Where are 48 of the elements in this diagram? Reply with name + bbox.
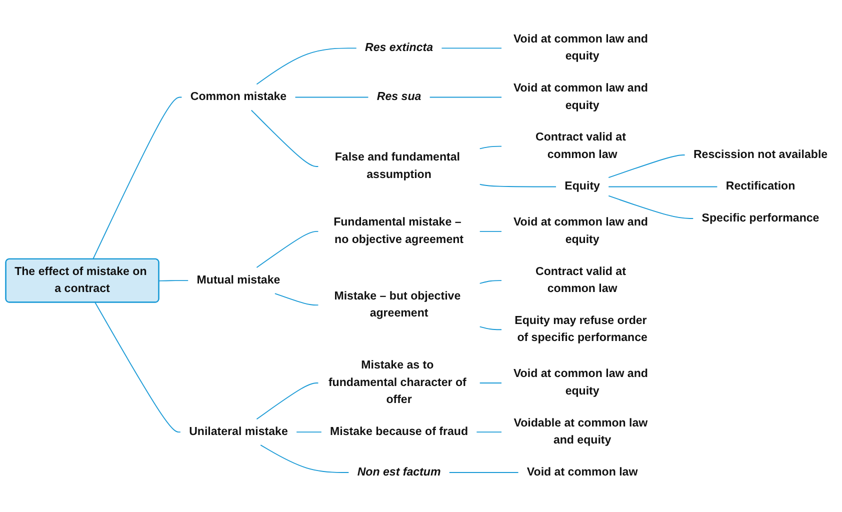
node-text: Void at common law and equity — [513, 33, 648, 63]
connector — [448, 472, 519, 473]
node-text: Equity — [564, 180, 600, 192]
node-text: Mistake because of fraud — [330, 426, 468, 438]
node-text: Rectification — [726, 180, 796, 192]
node-text: Specific performance — [702, 212, 820, 224]
connector — [260, 444, 350, 473]
connector — [256, 48, 357, 85]
connector — [479, 280, 502, 284]
connector — [479, 231, 502, 232]
node-text: Void at common law and equity — [513, 82, 648, 112]
connector — [608, 154, 686, 178]
node-text: Common mistake — [190, 90, 287, 104]
node-text: Mistake as to fundamental character of offer — [328, 359, 466, 406]
connector — [256, 231, 319, 268]
node-text: Non est factum — [357, 466, 441, 478]
connector — [608, 186, 718, 188]
node-text: Mutual mistake — [196, 274, 280, 286]
connector — [429, 96, 502, 98]
connector — [296, 432, 322, 433]
node-text: Fundamental mistake – no objective agreement — [334, 216, 464, 246]
connector — [250, 110, 319, 167]
node-text: Unilateral mistake — [189, 426, 288, 438]
node-text: Mistake – but objective agreement — [334, 290, 461, 320]
connector — [479, 184, 556, 188]
connector — [158, 280, 189, 282]
node-text: Voidable at common law and equity — [514, 416, 648, 447]
node-text: Void at common law and equity — [513, 216, 648, 246]
node-text: Rescission not available — [693, 148, 828, 161]
connector — [294, 96, 369, 98]
node-text: Contract valid at common law — [535, 265, 626, 295]
node-text: Void at common law — [526, 466, 638, 478]
connector — [479, 326, 502, 330]
connector — [479, 382, 502, 384]
connector — [476, 432, 502, 433]
connector — [479, 146, 502, 150]
node-text: Equity may refuse order of specific performance — [514, 314, 648, 344]
connector — [441, 48, 502, 49]
connector — [274, 293, 319, 306]
connector — [94, 302, 181, 433]
connector — [92, 96, 182, 260]
connector — [608, 195, 694, 219]
connector — [256, 382, 319, 420]
node-text: Res extincta — [365, 42, 434, 54]
node-text: Void at common law and equity — [513, 368, 648, 398]
node-text: False and fundamental assumption — [334, 151, 460, 181]
node-text: Contract valid at common law — [535, 131, 626, 161]
node-text: Res sua — [376, 90, 422, 104]
